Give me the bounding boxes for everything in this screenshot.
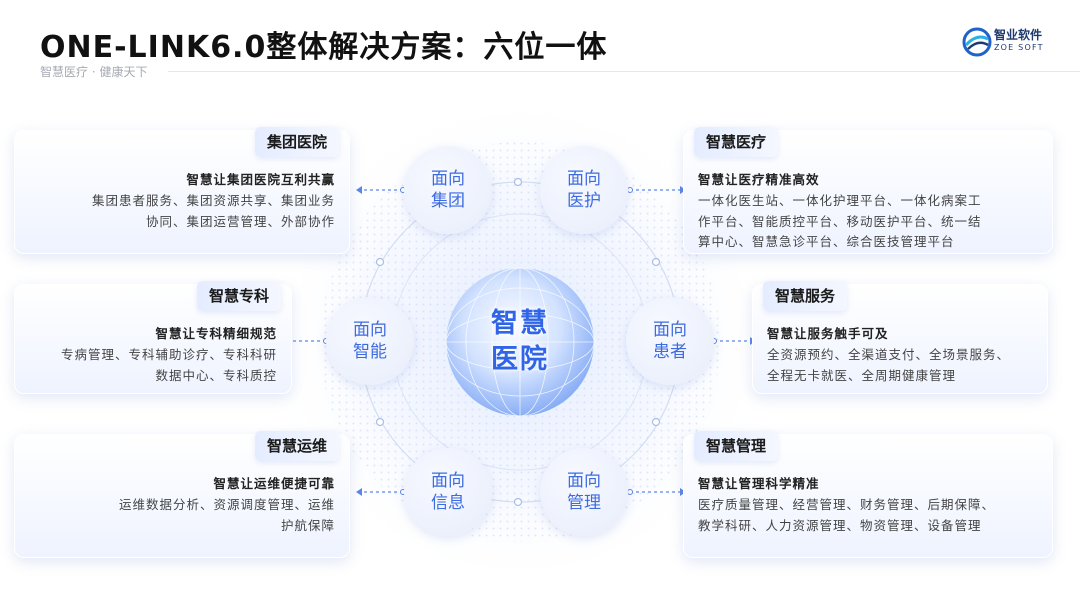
box-smart-service-line: 全资源预约、全渠道支付、全场景服务、 xyxy=(767,347,1011,362)
center-label: 智慧 医院 xyxy=(440,262,600,422)
page-title: ONE-LINK6.0整体解决方案：六位一体 xyxy=(40,30,608,65)
box-smart-medical-title: 智慧医疗 xyxy=(694,127,779,157)
box-smart-medical-body: 一体化医生站、一体化护理平台、一体化病案工 作平台、智能质控平台、移动医护平台、… xyxy=(698,191,982,253)
node-mgmt: 面向 管理 xyxy=(540,448,628,536)
box-smart-mgmt-body: 医疗质量管理、经营管理、财务管理、后期保障、 教学科研、人力资源管理、物资管理、… xyxy=(698,495,995,536)
box-smart-medical-line: 作平台、智能质控平台、移动医护平台、统一结 xyxy=(698,213,982,229)
page-subtitle: 智慧医疗 · 健康天下 xyxy=(40,65,148,79)
box-smart-mgmt-title: 智慧管理 xyxy=(694,431,779,461)
box-smart-ops-body: 运维数据分析、资源调度管理、运维 护航保障 xyxy=(119,495,335,536)
box-smart-mgmt-line: 医疗质量管理、经营管理、财务管理、后期保障、 xyxy=(698,497,996,512)
company-logo: 智业软件 ZOE SOFT xyxy=(962,25,1062,59)
center-line-1: 智慧 xyxy=(491,308,549,339)
box-smart-medical-headline: 智慧让医疗精准高效 xyxy=(698,172,820,187)
box-smart-specialty-line: 数据中心、专科质控 xyxy=(155,367,277,383)
node-info: 面向 信息 xyxy=(404,448,492,536)
box-group-hospital: 集团医院 智慧让集团医院互利共赢 集团患者服务、集团资源共享、集团业务 协同、集… xyxy=(14,127,350,254)
center-line-2: 医院 xyxy=(491,344,549,375)
node-mgmt-line-1: 面向 xyxy=(567,471,601,491)
node-patient-line-2: 患者 xyxy=(653,342,687,362)
node-group-line-1: 面向 xyxy=(431,169,465,189)
node-patient-line-1: 面向 xyxy=(653,320,687,340)
connector-lines xyxy=(290,189,750,493)
box-group-hospital-line: 协同、集团运营管理、外部协作 xyxy=(145,213,335,229)
box-smart-mgmt-headline: 智慧让管理科学精准 xyxy=(698,476,820,491)
node-group: 面向 集团 xyxy=(404,146,492,234)
box-smart-specialty-headline: 智慧让专科精细规范 xyxy=(155,326,277,341)
node-mgmt-line-2: 管理 xyxy=(567,493,601,513)
node-info-line-2: 信息 xyxy=(431,493,465,513)
node-patient: 面向 患者 xyxy=(626,297,714,385)
box-smart-service-title: 智慧服务 xyxy=(763,281,848,311)
node-smart: 面向 智能 xyxy=(326,297,414,385)
box-smart-ops: 智慧运维 智慧让运维便捷可靠 运维数据分析、资源调度管理、运维 护航保障 xyxy=(14,431,350,558)
node-info-line-1: 面向 xyxy=(431,471,465,491)
box-smart-ops-line: 护航保障 xyxy=(280,517,335,533)
box-smart-specialty-body: 专病管理、专科辅助诊疗、专科科研 数据中心、专科质控 xyxy=(61,345,277,386)
logo-name: 智业软件 xyxy=(994,28,1043,42)
box-smart-specialty-line: 专病管理、专科辅助诊疗、专科科研 xyxy=(60,347,277,362)
box-group-hospital-line: 集团患者服务、集团资源共享、集团业务 xyxy=(91,193,335,208)
box-group-hospital-headline: 智慧让集团医院互利共赢 xyxy=(186,172,335,187)
box-smart-ops-line: 运维数据分析、资源调度管理、运维 xyxy=(118,497,335,512)
box-smart-specialty: 智慧专科 智慧让专科精细规范 专病管理、专科辅助诊疗、专科科研 数据中心、专科质… xyxy=(14,281,292,394)
box-group-hospital-body: 集团患者服务、集团资源共享、集团业务 协同、集团运营管理、外部协作 xyxy=(92,191,335,232)
header-divider xyxy=(168,71,1080,72)
box-group-hospital-title: 集团医院 xyxy=(254,127,339,157)
box-smart-mgmt: 智慧管理 智慧让管理科学精准 医疗质量管理、经营管理、财务管理、后期保障、 教学… xyxy=(683,431,1053,558)
box-smart-medical-line: 一体化医生站、一体化护理平台、一体化病案工 xyxy=(698,193,982,208)
node-smart-line-2: 智能 xyxy=(353,342,387,362)
box-smart-service-body: 全资源预约、全渠道支付、全场景服务、 全程无卡就医、全周期健康管理 xyxy=(767,345,1010,386)
box-smart-specialty-title: 智慧专科 xyxy=(196,281,281,311)
logo-icon xyxy=(962,27,992,57)
box-smart-ops-title: 智慧运维 xyxy=(254,431,339,461)
box-smart-service-line: 全程无卡就医、全周期健康管理 xyxy=(767,367,957,383)
box-smart-medical: 智慧医疗 智慧让医疗精准高效 一体化医生站、一体化护理平台、一体化病案工 作平台… xyxy=(683,127,1053,254)
box-smart-service: 智慧服务 智慧让服务触手可及 全资源预约、全渠道支付、全场景服务、 全程无卡就医… xyxy=(752,281,1048,394)
box-smart-ops-headline: 智慧让运维便捷可靠 xyxy=(213,476,335,491)
node-care: 面向 医护 xyxy=(540,146,628,234)
node-care-line-2: 医护 xyxy=(567,191,601,211)
box-smart-service-headline: 智慧让服务触手可及 xyxy=(767,326,889,341)
node-group-line-2: 集团 xyxy=(431,191,465,211)
box-smart-medical-line: 算中心、智慧急诊平台、综合医技管理平台 xyxy=(698,234,955,249)
node-care-line-1: 面向 xyxy=(567,169,601,189)
node-smart-line-1: 面向 xyxy=(353,320,387,340)
ring-markers xyxy=(375,177,661,507)
logo-english-name: ZOE SOFT xyxy=(994,43,1044,52)
globe-grid xyxy=(445,267,595,417)
box-smart-mgmt-line: 教学科研、人力资源管理、物资管理、设备管理 xyxy=(698,517,982,533)
